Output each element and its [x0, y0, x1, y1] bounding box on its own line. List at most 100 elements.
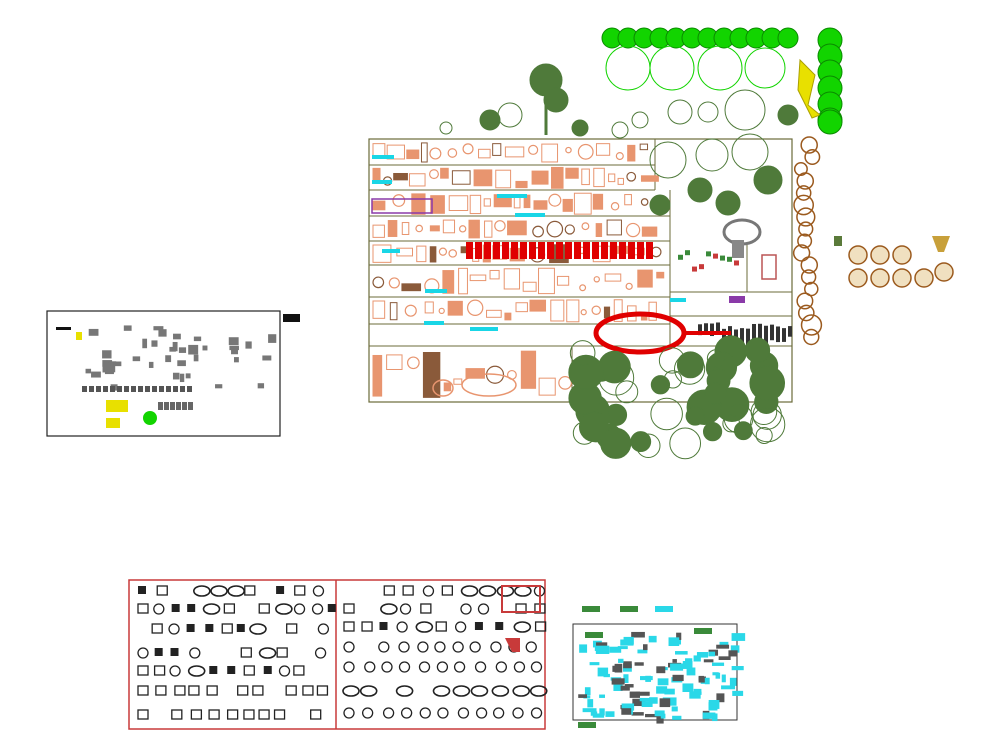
symbol-icon [621, 708, 632, 715]
symbol-icon [623, 674, 629, 684]
furniture-block-icon [469, 194, 482, 215]
symbol-icon [276, 647, 288, 658]
symbol-icon [88, 328, 99, 336]
symbol-icon [702, 712, 716, 719]
furniture-block-icon [448, 249, 457, 258]
furniture-block-icon [520, 350, 537, 389]
tree-icon [755, 426, 773, 444]
symbol-icon [117, 386, 122, 392]
plant-icon [793, 194, 815, 216]
symbol-icon [209, 666, 218, 674]
symbol-icon [245, 341, 252, 349]
plant-icon [796, 207, 816, 227]
symbol-icon [620, 685, 630, 691]
symbol-icon [452, 641, 464, 653]
symbol-icon [732, 690, 744, 696]
symbol-icon [82, 386, 87, 392]
furniture-block-icon [515, 180, 528, 189]
plant-icon [800, 314, 823, 336]
symbol-icon [310, 709, 322, 720]
symbol-icon [231, 346, 239, 355]
tree-icon [615, 380, 639, 404]
symbol-icon [578, 722, 596, 728]
red-highlight-bar [683, 331, 731, 335]
furniture-block-icon [520, 242, 527, 259]
symbol-icon [314, 647, 327, 659]
symbol-icon [226, 709, 239, 720]
symbol-icon [106, 418, 120, 428]
furniture-block-icon [372, 167, 381, 182]
furniture-block-icon [388, 277, 400, 289]
symbol-icon [158, 402, 163, 410]
furniture-block-icon [670, 298, 686, 302]
furniture-block-icon [462, 143, 474, 155]
symbol-icon [202, 345, 208, 351]
symbol-icon [436, 661, 449, 673]
symbol-icon [262, 355, 272, 361]
tree-icon [731, 133, 769, 171]
furniture-block-icon [493, 242, 500, 259]
symbol-icon [656, 715, 664, 724]
symbol-icon [694, 628, 712, 634]
symbol-icon [437, 707, 449, 719]
symbol-icon [469, 641, 481, 653]
furniture-block-icon [610, 242, 617, 259]
symbol-icon [491, 685, 510, 697]
symbol-icon [193, 585, 211, 597]
symbol-icon [263, 666, 272, 674]
symbol-icon [210, 585, 228, 597]
symbol-icon [432, 685, 451, 697]
tree-icon [724, 89, 766, 131]
symbol-icon [664, 688, 675, 695]
symbol-icon [176, 402, 181, 410]
symbol-icon [609, 646, 622, 653]
tree-icon [543, 87, 569, 113]
tree-icon [650, 375, 671, 395]
furniture-block-icon [424, 301, 434, 314]
symbol-icon [258, 647, 277, 659]
symbol-icon [453, 661, 466, 673]
symbol-icon [158, 329, 167, 337]
furniture-block-icon [595, 223, 603, 237]
tree-icon [611, 121, 629, 139]
symbol-icon [639, 697, 652, 702]
furniture-block-icon [447, 300, 463, 316]
symbol-icon [530, 661, 543, 673]
symbol-icon [89, 386, 94, 392]
symbol-icon [258, 603, 270, 614]
furniture-block-icon [624, 194, 632, 206]
furniture-block-icon [406, 149, 420, 160]
furniture-block-icon [752, 323, 756, 340]
symbol-icon [302, 685, 314, 696]
furniture-block-icon [425, 289, 447, 293]
furniture-block-icon [788, 326, 792, 337]
furniture-block-icon [502, 242, 509, 259]
furniture-block-icon [626, 171, 637, 182]
furniture-block-icon [593, 167, 605, 188]
furniture-block-icon [720, 255, 725, 261]
furniture-block-icon [538, 267, 555, 295]
symbol-icon [671, 706, 678, 712]
furniture-block-icon [551, 166, 564, 189]
furniture-block-icon [656, 271, 665, 279]
symbol-icon [693, 655, 701, 662]
symbol-icon [452, 685, 471, 697]
symbol-icon [153, 603, 165, 615]
furniture-block-icon [470, 327, 498, 331]
symbol-icon [632, 698, 646, 707]
furniture-block-icon [438, 247, 448, 256]
furniture-block-icon [372, 244, 392, 263]
tree-icon [744, 337, 771, 363]
furniture-block-icon [734, 260, 739, 266]
symbol-icon [113, 361, 122, 367]
symbol-icon [169, 665, 181, 677]
symbol-icon [103, 386, 108, 392]
symbol-icon [180, 386, 185, 392]
symbol-icon [257, 383, 265, 389]
symbol-icon [343, 603, 355, 614]
symbol-icon [675, 651, 688, 655]
tree-icon [733, 421, 753, 441]
symbol-icon [670, 663, 684, 671]
furniture-block-icon [603, 306, 611, 319]
tree-icon [702, 422, 723, 442]
